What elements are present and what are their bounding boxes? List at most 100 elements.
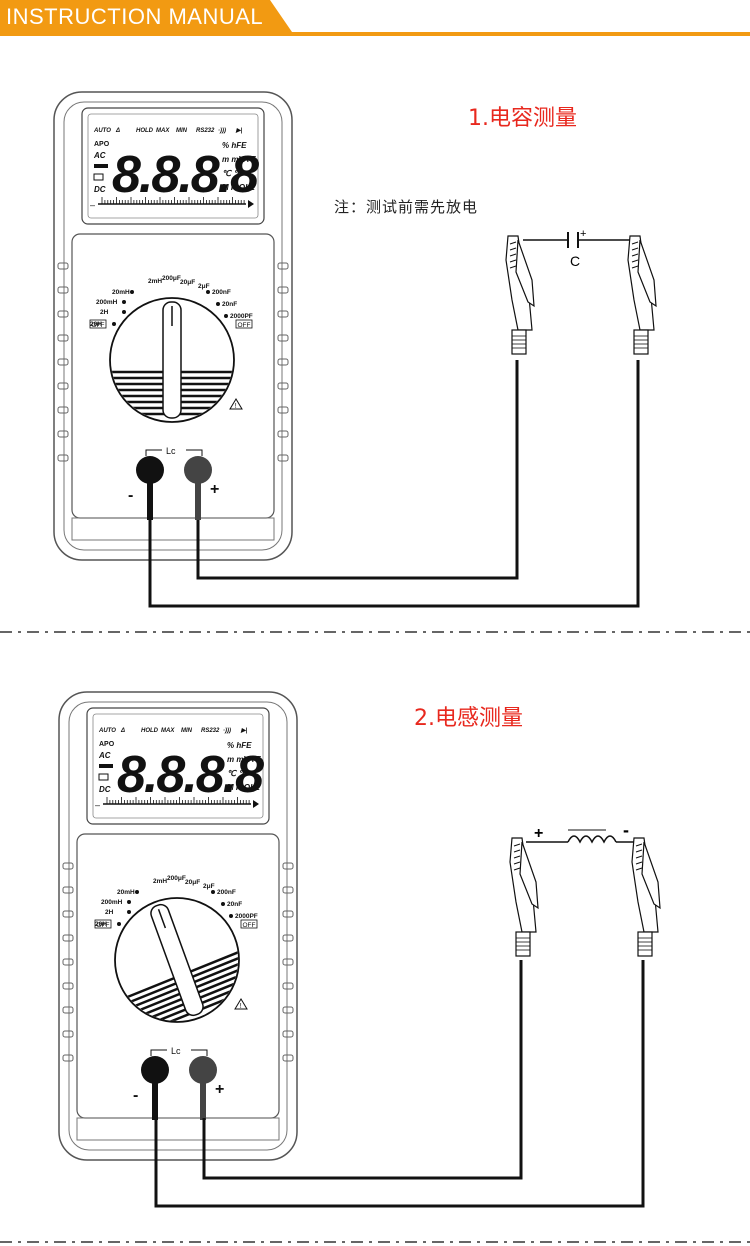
- lcd-indicator: MAX: [156, 128, 170, 134]
- lcd-indicator: HOLD: [141, 728, 159, 734]
- clip-sleeve: [515, 931, 531, 957]
- black-probe-plug: [152, 1078, 158, 1120]
- lcd-indicator: MIN: [181, 728, 193, 734]
- clip-tooth: [635, 849, 643, 853]
- dial-range-dot: [224, 314, 228, 318]
- black-probe-plug: [147, 478, 153, 520]
- side-notch: [282, 910, 294, 918]
- dial-range-label: 20H: [95, 921, 107, 928]
- dial-range-dot: [117, 922, 121, 926]
- side-notch: [277, 454, 289, 462]
- side-notch: [57, 454, 69, 462]
- lcd-indicator: ·))): [218, 128, 226, 134]
- capacitor-circuit: + C: [148, 228, 657, 608]
- side-notch: [282, 958, 294, 966]
- side-notch: [282, 1054, 294, 1062]
- off-box-right: [235, 319, 253, 329]
- lcd-unit: % hFE: [227, 741, 252, 750]
- lcd-unit: ℃ ℉: [227, 769, 247, 778]
- jack-label-lc: Lc: [166, 446, 176, 456]
- positive-jack: [189, 1056, 217, 1084]
- clip-sleeve: [511, 329, 527, 355]
- inductor-minus-label: -: [623, 820, 629, 840]
- dial-pointer: [162, 301, 182, 419]
- side-notch: [277, 406, 289, 414]
- warning-icon: [229, 398, 243, 410]
- off-label-right: OFF: [243, 922, 256, 929]
- bottom-divider: [0, 1241, 750, 1243]
- lcd-indicator: RS232: [196, 128, 215, 134]
- dial-stripe: [116, 992, 238, 1021]
- side-notch: [57, 262, 69, 270]
- dial-range-label: 200nF: [217, 889, 236, 896]
- bottom-strip: [71, 517, 275, 541]
- side-notch: [277, 262, 289, 270]
- off-box-left: [89, 319, 107, 329]
- clip-sleeve: [637, 931, 653, 957]
- off-label-left: OFF: [97, 922, 110, 929]
- side-notch: [57, 286, 69, 294]
- dial-range-label: 2000PF: [230, 313, 253, 320]
- side-notch: [62, 910, 74, 918]
- lcd-bargraph-minus: –: [95, 800, 100, 810]
- lcd-digits: 8.8.8.8: [112, 146, 259, 204]
- side-notch: [57, 310, 69, 318]
- clip-tooth: [513, 867, 521, 871]
- clip-tooth: [635, 861, 643, 865]
- lcd-indicator: RS232: [201, 728, 220, 734]
- side-notch: [57, 430, 69, 438]
- dial-pointer-line: [157, 909, 167, 929]
- clip-tooth: [509, 247, 517, 251]
- clip-tooth: [509, 241, 517, 245]
- negative-label: -: [133, 1087, 138, 1104]
- page-title: INSTRUCTION MANUAL: [6, 4, 264, 29]
- warning-icon-mark: !: [240, 1003, 242, 1010]
- section-divider: [0, 631, 750, 633]
- dial-range-dot: [135, 890, 139, 894]
- bottom-strip: [76, 1117, 280, 1141]
- clip-tooth: [631, 253, 639, 257]
- clip-tooth: [509, 253, 517, 257]
- dial-stripe: [116, 986, 238, 1021]
- dial-range-label: 2H: [105, 909, 114, 916]
- lcd-indicator: MIN: [176, 128, 188, 134]
- capacitor-label: C: [570, 253, 580, 269]
- clip-jaw-upper: [641, 841, 661, 910]
- dial-range-label: 20μF: [180, 279, 195, 286]
- dial-pointer: [150, 903, 204, 1017]
- lcd-indicator-apo: APO: [94, 141, 110, 148]
- lcd-bargraph-minus: –: [90, 200, 95, 210]
- capacitor-polarity: +: [580, 228, 586, 240]
- side-notch: [62, 934, 74, 942]
- clip-tooth: [635, 867, 643, 871]
- lcd-minus-segment: [94, 164, 108, 168]
- dial-range-dot: [122, 300, 126, 304]
- off-box-right: [240, 919, 258, 929]
- dial-range-dot: [206, 290, 210, 294]
- off-label-left: OFF: [92, 322, 105, 329]
- clip-tooth: [509, 259, 517, 263]
- dial-range-label: 2mH: [148, 278, 162, 285]
- side-notch: [57, 358, 69, 366]
- dial-range-label: 200mH: [96, 299, 118, 306]
- alligator-clip: [631, 837, 661, 957]
- off-label-right: OFF: [238, 322, 251, 329]
- lcd-screen: [87, 113, 259, 219]
- red-lead-wire: [202, 960, 523, 1180]
- dial-range-label: 2μF: [198, 283, 210, 290]
- battery-icon: [93, 173, 104, 181]
- side-notch: [277, 334, 289, 342]
- lcd-digits: 8.8.8.8: [117, 746, 264, 804]
- side-notch: [62, 1006, 74, 1014]
- clip-tooth: [513, 855, 521, 859]
- dial-range-label: 2mH: [153, 878, 167, 885]
- red-probe-plug: [195, 478, 201, 520]
- negative-label: -: [128, 487, 133, 504]
- lcd-indicator: AUTO: [98, 728, 116, 734]
- clip-jaw-upper: [515, 239, 535, 308]
- side-notch: [282, 934, 294, 942]
- dial-range-label: 2H: [100, 309, 109, 316]
- lcd-bargraph-arrow: [253, 800, 259, 808]
